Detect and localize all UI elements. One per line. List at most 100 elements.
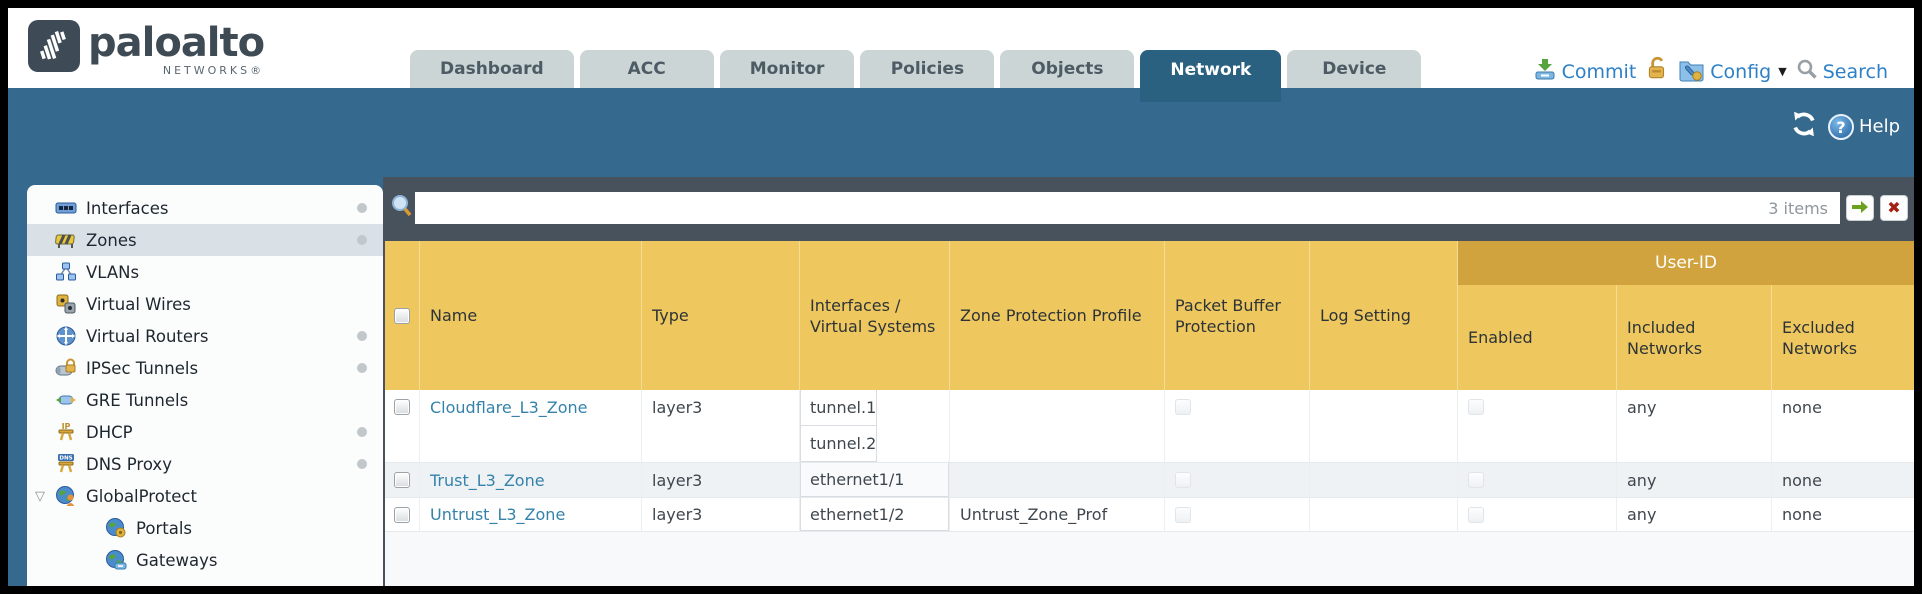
- sidebar-item-ipsec-tunnels[interactable]: IPSec Tunnels: [27, 352, 383, 384]
- user-id-enabled-checkbox[interactable]: [1468, 399, 1484, 415]
- config-icon: [1678, 57, 1705, 87]
- log-setting: [1310, 390, 1458, 462]
- tab-objects[interactable]: Objects: [1000, 50, 1135, 88]
- utility-bar: Commit Config ▼: [1533, 56, 1888, 87]
- interface-entry: ethernet1/2: [800, 498, 949, 531]
- expand-triangle-icon[interactable]: ▽: [35, 488, 45, 504]
- virtual-wires-icon: [55, 293, 77, 315]
- sidebar-item-portals[interactable]: Portals: [27, 512, 383, 544]
- zone-type: layer3: [642, 498, 800, 531]
- global-search-button[interactable]: Search: [1796, 58, 1888, 85]
- page-toolbar: ? Help: [1790, 110, 1900, 143]
- zones-table-body: Cloudflare_L3_Zone layer3 tunnel.1 tunne…: [385, 390, 1914, 586]
- zone-protection-profile: Untrust_Zone_Prof: [950, 498, 1165, 531]
- clear-filter-button[interactable]: ✖: [1880, 195, 1908, 221]
- column-header-included-networks[interactable]: Included Networks: [1617, 285, 1772, 390]
- user-id-enabled-checkbox[interactable]: [1468, 472, 1484, 488]
- user-id-group-header: User-ID: [1458, 241, 1914, 285]
- column-header-excluded-networks[interactable]: Excluded Networks: [1772, 285, 1914, 390]
- tab-monitor[interactable]: Monitor: [719, 50, 855, 88]
- dhcp-icon: IP: [55, 421, 77, 443]
- sidebar-item-zones[interactable]: Zones: [27, 224, 383, 256]
- zone-name-link[interactable]: Cloudflare_L3_Zone: [430, 398, 588, 417]
- status-dot: [357, 363, 367, 373]
- dns-proxy-icon: DNS: [55, 453, 77, 475]
- select-all-cell: [385, 241, 420, 390]
- help-button[interactable]: ? Help: [1827, 113, 1900, 140]
- user-id-enabled-checkbox[interactable]: [1468, 506, 1484, 523]
- vlans-icon: [55, 261, 77, 283]
- column-header-zone-protection-profile[interactable]: Zone Protection Profile: [950, 241, 1165, 390]
- table-row: Trust_L3_Zone layer3 ethernet1/1 any non…: [385, 463, 1914, 498]
- excluded-networks: none: [1782, 505, 1822, 524]
- status-dot: [357, 235, 367, 245]
- table-row: Cloudflare_L3_Zone layer3 tunnel.1 tunne…: [385, 390, 1914, 463]
- zone-name-link[interactable]: Trust_L3_Zone: [430, 470, 545, 490]
- interface-entry: tunnel.1: [800, 390, 878, 426]
- tab-dashboard[interactable]: Dashboard: [410, 50, 574, 88]
- zones-icon: [55, 229, 77, 251]
- sidebar-item-interfaces[interactable]: Interfaces: [27, 192, 383, 224]
- portals-icon: [105, 517, 127, 539]
- sidebar-item-virtual-wires[interactable]: Virtual Wires: [27, 288, 383, 320]
- tab-network[interactable]: Network: [1140, 50, 1282, 102]
- status-dot: [357, 203, 367, 213]
- zone-name-link[interactable]: Untrust_L3_Zone: [430, 505, 566, 524]
- column-header-packet-buffer-protection[interactable]: Packet Buffer Protection: [1165, 241, 1310, 390]
- sidebar-item-dhcp[interactable]: IP DHCP: [27, 416, 383, 448]
- column-header-enabled[interactable]: Enabled: [1458, 285, 1617, 390]
- sidebar-item-globalprotect[interactable]: ▽ GlobalProtect: [35, 485, 197, 507]
- included-networks: any: [1617, 498, 1772, 531]
- tab-acc[interactable]: ACC: [579, 50, 714, 88]
- svg-text:DNS: DNS: [59, 456, 72, 462]
- zone-protection-profile: [950, 390, 1165, 462]
- interfaces-icon: [55, 197, 77, 219]
- row-checkbox[interactable]: [394, 399, 410, 415]
- log-setting: [1310, 463, 1458, 497]
- paloalto-logo-icon: [28, 20, 80, 72]
- items-count: 3 items: [1768, 198, 1828, 218]
- sidebar-item-vlans[interactable]: VLANs: [27, 256, 383, 288]
- excluded-networks: none: [1782, 470, 1822, 490]
- zones-table-header: Name Type Interfaces / Virtual Systems Z…: [385, 241, 1914, 390]
- refresh-icon[interactable]: [1790, 110, 1818, 143]
- lock-icon[interactable]: [1645, 56, 1669, 87]
- log-setting: [1310, 498, 1458, 531]
- row-checkbox[interactable]: [394, 472, 410, 488]
- select-all-checkbox[interactable]: [394, 307, 410, 324]
- status-dot: [357, 459, 367, 469]
- column-header-log-setting[interactable]: Log Setting: [1310, 241, 1458, 390]
- packet-buffer-checkbox[interactable]: [1175, 399, 1191, 415]
- packet-buffer-checkbox[interactable]: [1175, 472, 1191, 488]
- filter-input[interactable]: 3 items: [415, 192, 1840, 224]
- sidebar-item-gateways[interactable]: Gateways: [27, 544, 383, 576]
- interface-entry: ethernet1/1: [800, 463, 949, 497]
- main-nav-tabs: Dashboard ACC Monitor Policies Objects N…: [410, 50, 1422, 102]
- sidebar-item-gre-tunnels[interactable]: GRE Tunnels: [27, 384, 383, 416]
- network-sidebar: Interfaces Zones VLANs Virtual Wires: [27, 185, 383, 586]
- table-row: Untrust_L3_Zone layer3 ethernet1/2 Untru…: [385, 498, 1914, 532]
- sidebar-item-virtual-routers[interactable]: Virtual Routers: [27, 320, 383, 352]
- help-icon: ?: [1827, 113, 1854, 140]
- filter-search-icon: [390, 193, 414, 223]
- zone-interfaces: tunnel.1 tunnel.2: [800, 390, 950, 462]
- row-checkbox[interactable]: [394, 506, 410, 523]
- sidebar-item-dns-proxy[interactable]: DNS DNS Proxy: [27, 448, 383, 480]
- packet-buffer-checkbox[interactable]: [1175, 506, 1191, 523]
- tab-policies[interactable]: Policies: [860, 50, 995, 88]
- column-header-name[interactable]: Name: [420, 241, 642, 390]
- user-id-column-group: User-ID Enabled Included Networks Exclud…: [1458, 241, 1914, 390]
- column-header-type[interactable]: Type: [642, 241, 800, 390]
- config-menu-button[interactable]: Config ▼: [1678, 57, 1787, 87]
- globalprotect-icon: [55, 485, 77, 507]
- paloalto-logo: paloalto NETWORKS®: [28, 20, 265, 77]
- virtual-routers-icon: [55, 325, 77, 347]
- tab-device[interactable]: Device: [1287, 50, 1422, 88]
- apply-filter-button[interactable]: [1846, 195, 1874, 221]
- column-header-interfaces[interactable]: Interfaces / Virtual Systems: [800, 241, 950, 390]
- status-dot: [357, 331, 367, 341]
- filter-bar: 3 items ✖: [383, 177, 1914, 241]
- zone-type: layer3: [642, 390, 800, 462]
- commit-button[interactable]: Commit: [1533, 57, 1636, 86]
- gateways-icon: [105, 549, 127, 571]
